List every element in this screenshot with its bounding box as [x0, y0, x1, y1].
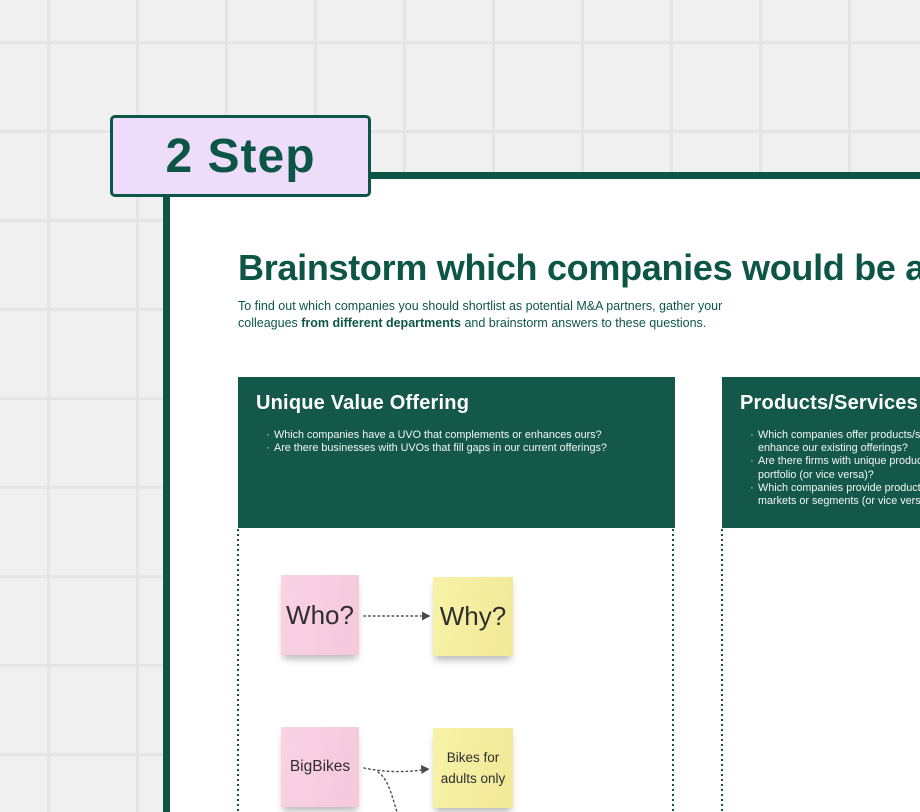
card-bullet-list: · Which companies have a UVO that comple… [256, 429, 657, 455]
card-title: Unique Value Offering [256, 392, 470, 414]
bullet-dot-icon: · [266, 442, 270, 455]
bullet-item: · Which companies have a UVO that comple… [262, 429, 657, 442]
card-products-services[interactable]: Products/Services · Which companies offe… [722, 377, 920, 528]
dotted-guide-line [672, 529, 674, 812]
bullet-dot-icon: · [750, 455, 754, 468]
step-label[interactable]: 2 Step [110, 115, 371, 197]
bullet-item: · Are there businesses with UVOs that fi… [262, 442, 657, 455]
sticky-note-who[interactable]: Who? [281, 575, 359, 655]
sticky-note-bigbikes[interactable]: BigBikes [281, 727, 359, 807]
card-unique-value-offering[interactable]: Unique Value Offering · Which companies … [238, 377, 675, 528]
subtitle-line-1: To find out which companies you should s… [238, 299, 723, 313]
page-title[interactable]: Brainstorm which companies would be a go… [238, 247, 920, 288]
bullet-dot-icon: · [750, 481, 754, 494]
bullet-item: · Are there firms with unique products i… [746, 455, 920, 481]
bullet-item: · Which companies offer products/service… [746, 429, 920, 455]
bullet-item: · Which companies provide products to di… [746, 482, 920, 508]
sticky-note-why[interactable]: Why? [433, 577, 513, 656]
page-subtitle[interactable]: To find out which companies you should s… [238, 298, 722, 331]
dotted-guide-line [721, 529, 723, 812]
subtitle-line-2: colleagues from different departments an… [238, 315, 707, 330]
step-label-text: 2 Step [165, 129, 316, 183]
card-title: Products/Services [740, 392, 918, 414]
bullet-dot-icon: · [266, 429, 270, 441]
bullet-dot-icon: · [750, 429, 754, 441]
subtitle-bold-phrase: from different departments [301, 315, 461, 330]
sticky-note-bikes-for-adults[interactable]: Bikes for adults only [433, 728, 513, 808]
dotted-guide-line [237, 529, 239, 812]
card-bullet-list: · Which companies offer products/service… [740, 429, 920, 508]
